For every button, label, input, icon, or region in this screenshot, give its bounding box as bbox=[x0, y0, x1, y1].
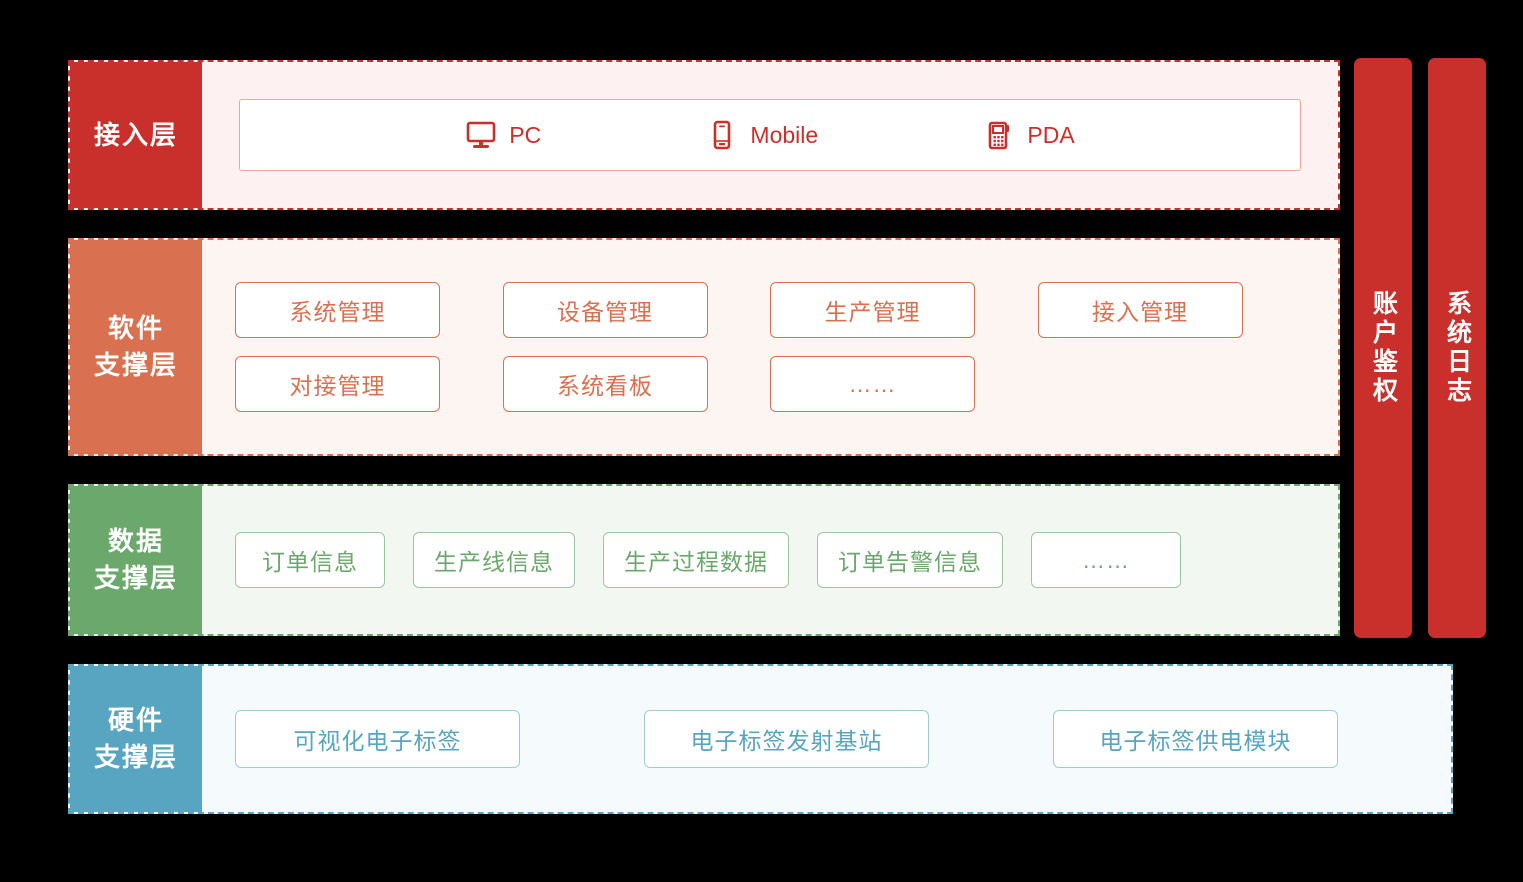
hardware-layer-body: 可视化电子标签 电子标签发射基站 电子标签供电模块 bbox=[202, 666, 1451, 812]
software-cell: 系统看板 bbox=[502, 356, 771, 412]
access-layer: 接入层 PC bbox=[68, 60, 1340, 210]
hardware-item-visual-etag[interactable]: 可视化电子标签 bbox=[235, 710, 520, 768]
hardware-support-layer: 硬件 支撑层 可视化电子标签 电子标签发射基站 电子标签供电模块 bbox=[68, 664, 1453, 814]
device-pda-label: PDA bbox=[1027, 121, 1075, 148]
module-integration-management[interactable]: 对接管理 bbox=[235, 356, 440, 412]
software-layer-label: 软件 支撑层 bbox=[70, 240, 202, 454]
data-layer-label-line2: 支撑层 bbox=[93, 563, 178, 593]
software-support-layer: 软件 支撑层 系统管理 设备管理 生产管理 接入管理 对接管 bbox=[68, 238, 1340, 456]
software-layer-label-line1: 软件 bbox=[107, 313, 164, 344]
hardware-layer-label: 硬件 支撑层 bbox=[70, 666, 202, 812]
device-pc[interactable]: PC bbox=[465, 119, 541, 151]
software-cell: 系统管理 bbox=[235, 282, 503, 338]
data-layer-label-line1: 数据 bbox=[107, 526, 164, 557]
monitor-icon bbox=[465, 119, 497, 151]
data-layer-label: 数据 支撑层 bbox=[70, 486, 202, 634]
mobile-phone-icon bbox=[706, 119, 738, 151]
access-devices-box: PC Mobile bbox=[239, 99, 1301, 171]
data-item-production-line-info[interactable]: 生产线信息 bbox=[413, 532, 575, 588]
sidebar-system-log[interactable]: 系统日志 bbox=[1428, 58, 1486, 638]
software-layer-label-line2: 支撑层 bbox=[93, 350, 178, 380]
hardware-layer-label-line1: 硬件 bbox=[107, 705, 164, 736]
software-cell bbox=[1038, 356, 1306, 412]
data-item-order-info[interactable]: 订单信息 bbox=[235, 532, 385, 588]
software-row-1: 系统管理 设备管理 生产管理 接入管理 bbox=[235, 282, 1305, 338]
data-item-more[interactable]: …… bbox=[1031, 532, 1181, 588]
module-production-management[interactable]: 生产管理 bbox=[770, 282, 975, 338]
access-layer-body: PC Mobile bbox=[202, 62, 1338, 208]
software-layer-body: 系统管理 设备管理 生产管理 接入管理 对接管理 系统看板 bbox=[202, 240, 1338, 454]
sidebar-account-authentication-label: 账户鉴权 bbox=[1369, 290, 1398, 406]
software-cell: 生产管理 bbox=[770, 282, 1038, 338]
sidebar-account-authentication[interactable]: 账户鉴权 bbox=[1354, 58, 1412, 638]
module-access-management[interactable]: 接入管理 bbox=[1037, 282, 1243, 338]
access-layer-label-text: 接入层 bbox=[93, 119, 178, 150]
device-pc-label: PC bbox=[509, 121, 542, 148]
data-item-production-process-data[interactable]: 生产过程数据 bbox=[603, 532, 789, 588]
device-pda[interactable]: PDA bbox=[983, 119, 1075, 151]
software-cell: 设备管理 bbox=[502, 282, 771, 338]
data-support-layer: 数据 支撑层 订单信息 生产线信息 生产过程数据 订单告警信息 …… bbox=[68, 484, 1340, 636]
software-row-2: 对接管理 系统看板 …… bbox=[235, 356, 1305, 412]
software-cell: 对接管理 bbox=[235, 356, 503, 412]
hardware-item-etag-base-station[interactable]: 电子标签发射基站 bbox=[644, 710, 929, 768]
hardware-layer-label-line2: 支撑层 bbox=[93, 742, 178, 772]
sidebar-system-log-label: 系统日志 bbox=[1443, 290, 1472, 406]
device-mobile-label: Mobile bbox=[750, 121, 819, 148]
access-layer-label: 接入层 bbox=[70, 62, 202, 208]
device-mobile[interactable]: Mobile bbox=[706, 119, 818, 151]
module-device-management[interactable]: 设备管理 bbox=[502, 282, 708, 338]
hardware-item-etag-power-module[interactable]: 电子标签供电模块 bbox=[1053, 710, 1338, 768]
module-system-dashboard[interactable]: 系统看板 bbox=[502, 356, 708, 412]
pda-scanner-icon bbox=[983, 119, 1015, 151]
module-more[interactable]: …… bbox=[770, 356, 975, 412]
software-cell: 接入管理 bbox=[1037, 282, 1306, 338]
software-cell: …… bbox=[770, 356, 1038, 412]
data-item-order-alarm-info[interactable]: 订单告警信息 bbox=[817, 532, 1003, 588]
data-layer-body: 订单信息 生产线信息 生产过程数据 订单告警信息 …… bbox=[202, 486, 1338, 634]
module-system-management[interactable]: 系统管理 bbox=[235, 282, 440, 338]
